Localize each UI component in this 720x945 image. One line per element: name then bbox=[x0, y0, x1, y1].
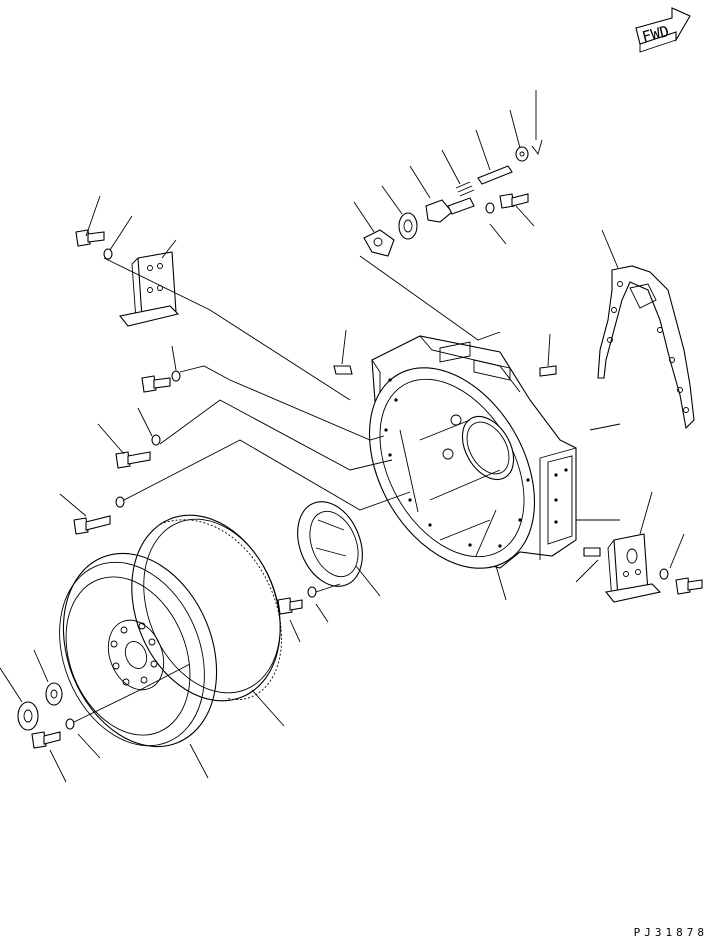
gear-part bbox=[398, 212, 418, 240]
cotter-pin bbox=[531, 139, 543, 155]
bolt bbox=[141, 375, 171, 393]
washer bbox=[103, 248, 113, 260]
washer bbox=[65, 718, 75, 730]
pin-part bbox=[477, 165, 513, 185]
dowel-pin bbox=[539, 365, 557, 377]
bolt bbox=[499, 193, 529, 209]
bolt bbox=[115, 451, 151, 469]
spring-part bbox=[455, 181, 475, 197]
washer bbox=[171, 370, 181, 382]
leader-lines bbox=[0, 90, 685, 783]
cover-plate bbox=[363, 229, 395, 257]
gasket bbox=[597, 265, 695, 430]
washer bbox=[485, 202, 495, 214]
flywheel bbox=[59, 552, 218, 748]
washer bbox=[307, 586, 317, 598]
mounting-bracket-left bbox=[119, 251, 180, 327]
assembly-lines bbox=[73, 255, 620, 723]
bolt bbox=[675, 577, 703, 595]
pilot-bearing bbox=[17, 701, 39, 731]
ring-gear bbox=[131, 514, 282, 702]
shaft-part bbox=[425, 197, 475, 223]
oil-seal bbox=[297, 501, 363, 587]
washer bbox=[115, 496, 125, 508]
nut-part bbox=[515, 146, 529, 162]
mounting-bracket-right bbox=[604, 533, 662, 603]
spacer-washer bbox=[45, 682, 63, 706]
drawing-number: PJ31878 bbox=[633, 926, 708, 939]
bolt bbox=[277, 597, 303, 615]
washer bbox=[659, 568, 669, 580]
forward-direction-arrow: FWD bbox=[635, 7, 691, 53]
flywheel-housing bbox=[368, 335, 577, 569]
dowel-pin bbox=[333, 365, 353, 375]
bolt bbox=[75, 229, 105, 247]
bolt bbox=[31, 731, 61, 749]
bolt bbox=[73, 515, 111, 535]
washer bbox=[151, 434, 161, 446]
dowel-pin bbox=[583, 547, 601, 557]
